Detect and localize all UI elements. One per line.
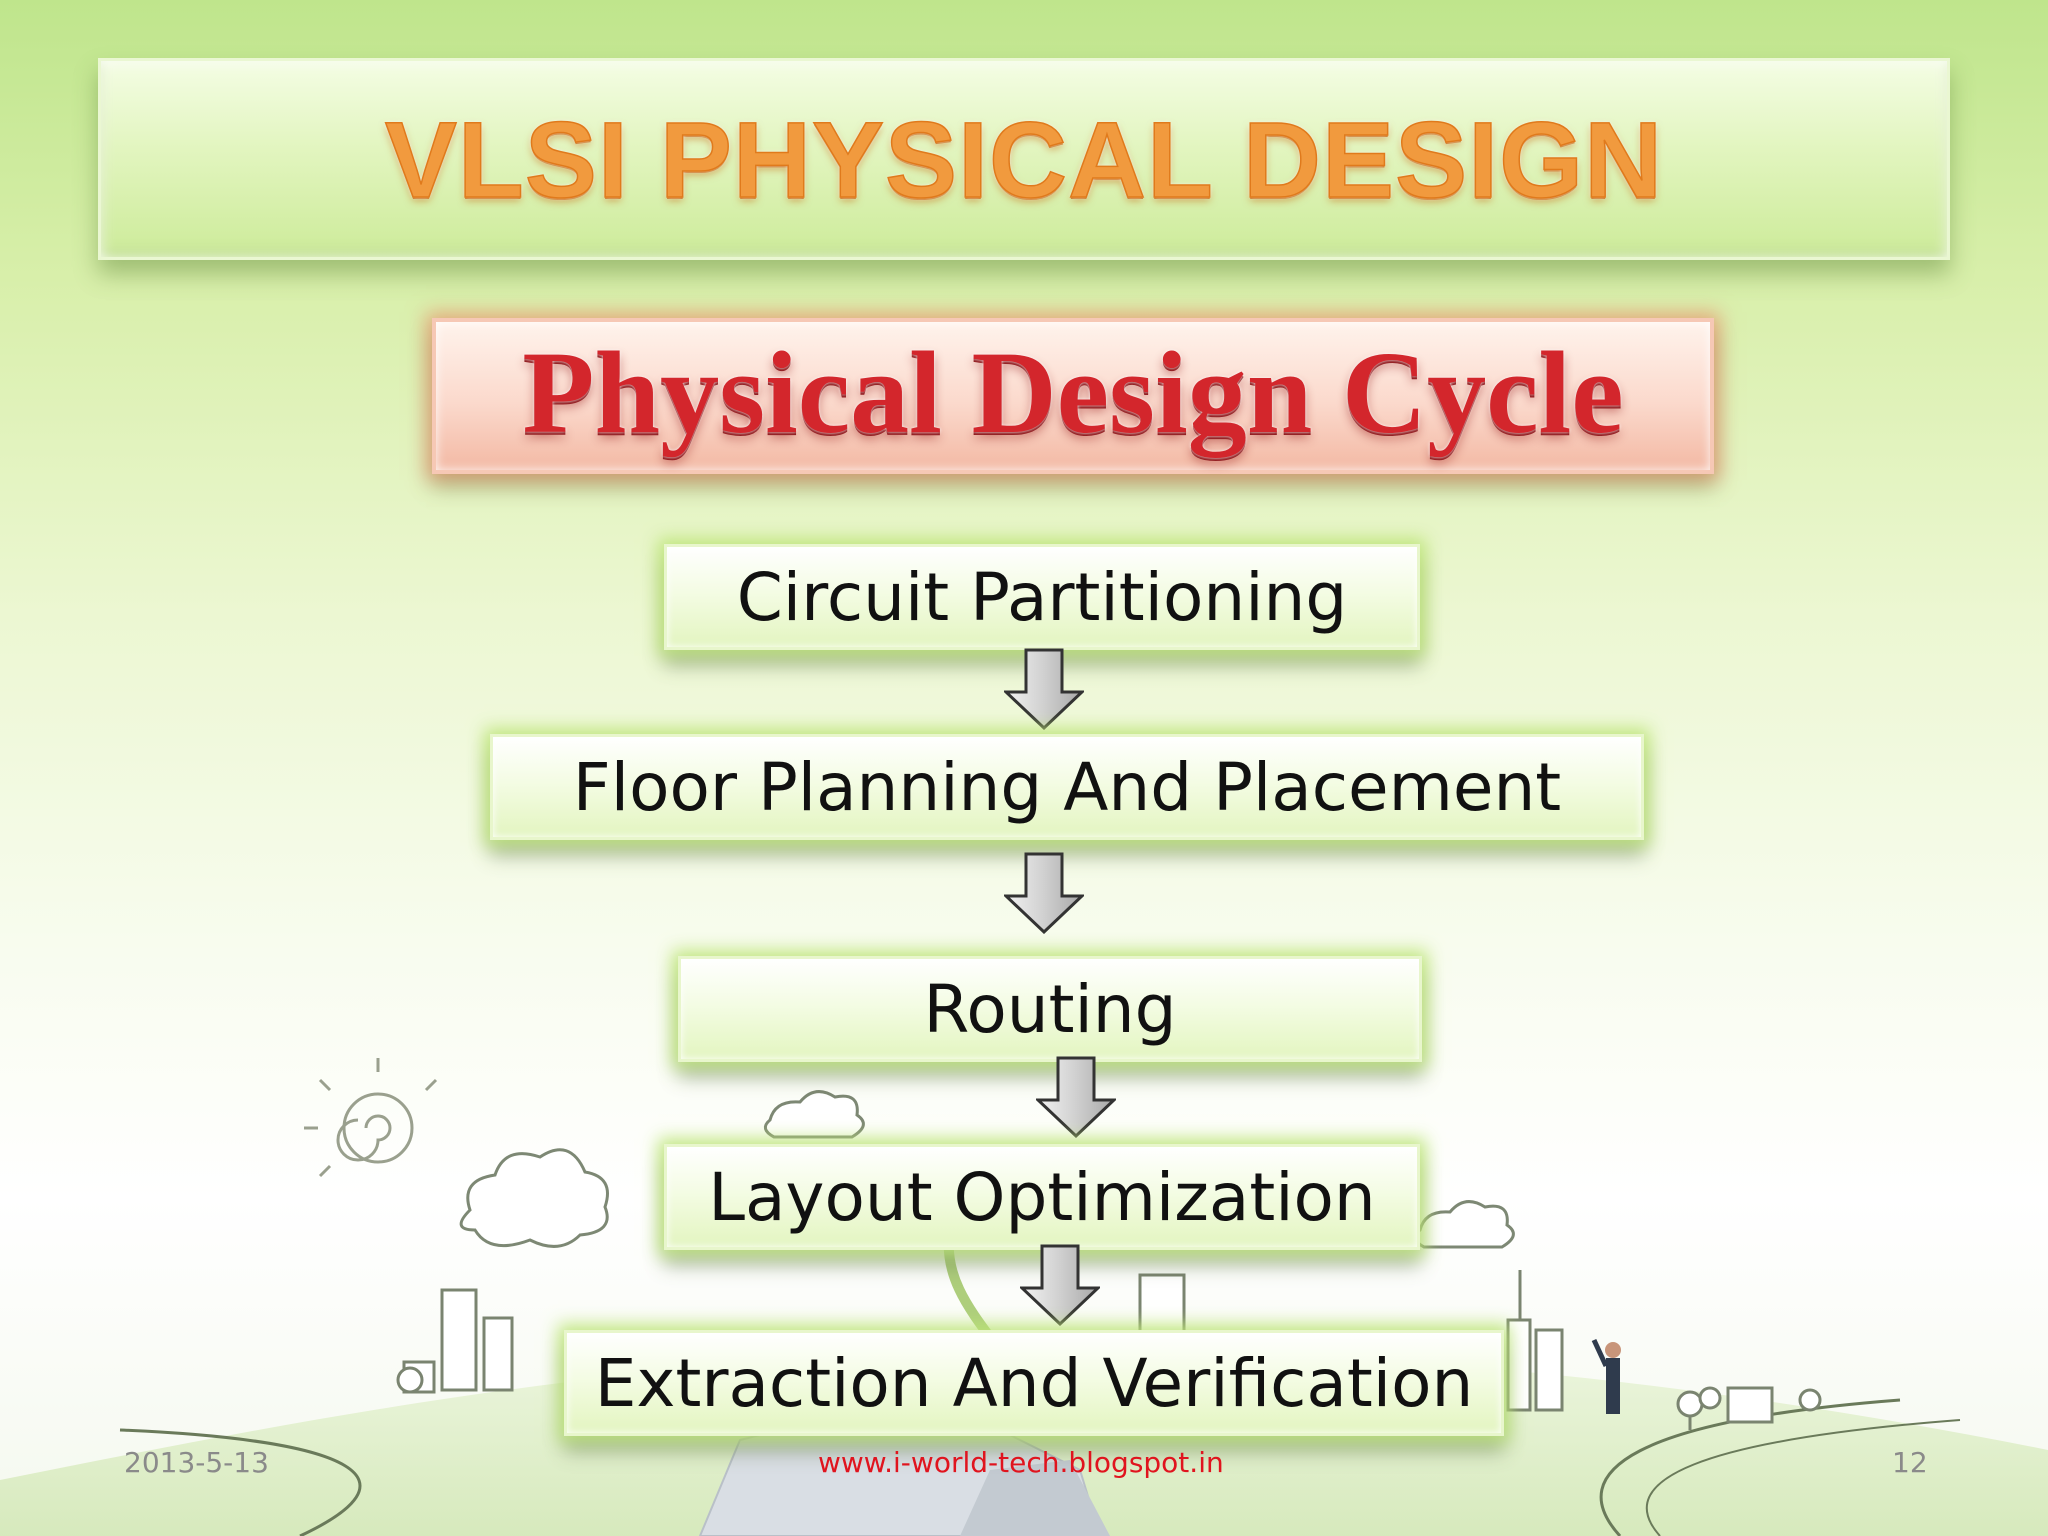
slide-subtitle: Physical Design Cycle [522, 327, 1624, 458]
flow-step-circuit-partitioning: Circuit Partitioning [664, 544, 1420, 650]
subtitle-box: Physical Design Cycle [432, 318, 1714, 474]
flow-step-layout-optimization: Layout Optimization [664, 1144, 1420, 1250]
slide-title: VLSI PHYSICAL DESIGN [384, 98, 1664, 221]
sun-icon [304, 1058, 438, 1178]
down-arrow-icon [1036, 1056, 1116, 1138]
title-banner: VLSI PHYSICAL DESIGN [98, 58, 1950, 260]
down-arrow-icon [1020, 1244, 1100, 1326]
footer-url[interactable]: www.i-world-tech.blogspot.in [818, 1446, 1224, 1479]
tree-icon [396, 1366, 1822, 1430]
step-label: Layout Optimization [708, 1158, 1376, 1236]
down-arrow-icon [1004, 648, 1084, 730]
step-label: Extraction And Verification [594, 1344, 1474, 1422]
flow-step-routing: Routing [678, 956, 1422, 1062]
step-label: Floor Planning And Placement [572, 748, 1562, 826]
flow-step-extraction-verification: Extraction And Verification [564, 1330, 1504, 1436]
step-label: Circuit Partitioning [736, 558, 1348, 636]
flow-step-floor-planning: Floor Planning And Placement [490, 734, 1644, 840]
footer-page-number: 12 [1892, 1446, 1928, 1479]
down-arrow-icon [1004, 852, 1084, 934]
footer-date: 2013-5-13 [124, 1446, 269, 1479]
step-label: Routing [923, 970, 1177, 1048]
cloud-icon [459, 1090, 1515, 1249]
person-icon [1591, 1338, 1621, 1414]
